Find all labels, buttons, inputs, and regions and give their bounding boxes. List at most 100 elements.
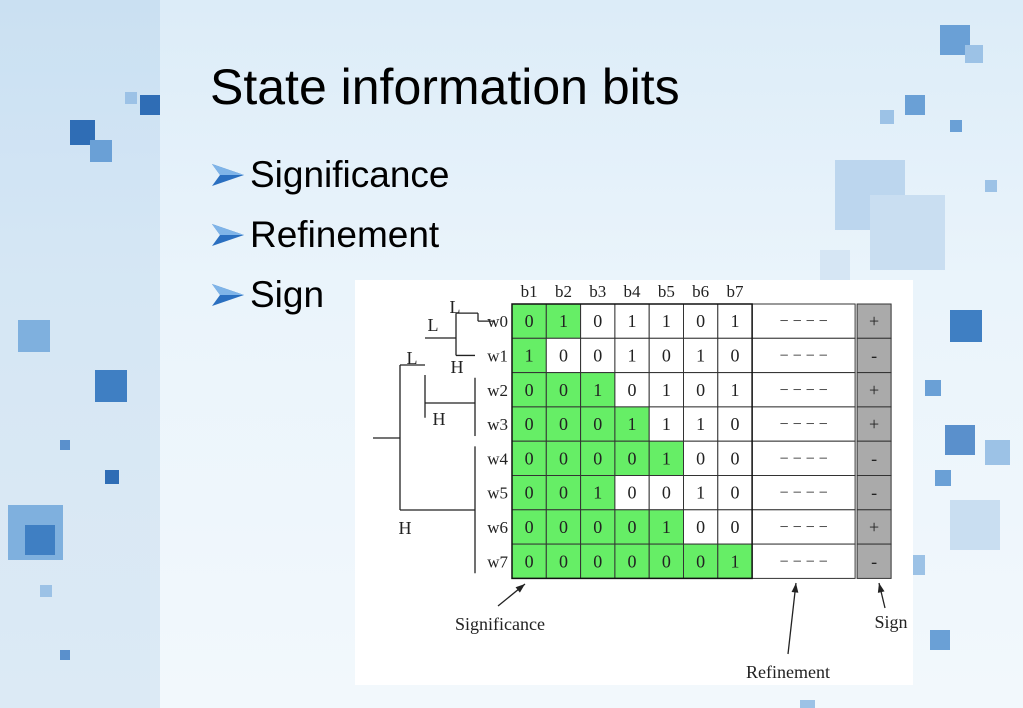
bit-value: 0 — [525, 517, 534, 537]
bit-value: 0 — [730, 414, 739, 434]
decorative-square — [985, 440, 1010, 465]
bit-cell — [683, 372, 719, 408]
bit-value: 0 — [593, 551, 602, 571]
bit-cell — [614, 406, 650, 442]
arrow-bullet-icon — [212, 284, 244, 306]
bit-cell — [545, 406, 582, 442]
bit-value: 0 — [662, 551, 671, 571]
bit-cell — [683, 337, 719, 374]
bit-value: 0 — [525, 448, 534, 468]
bit-value: 0 — [559, 551, 568, 571]
annotation-arrowhead — [791, 583, 799, 593]
bit-value: 0 — [525, 380, 534, 400]
bit-value: 1 — [593, 380, 602, 400]
bit-cell — [580, 543, 616, 579]
bit-value: 1 — [662, 380, 671, 400]
decorative-square — [880, 110, 894, 124]
refinement-value: − − − − — [780, 553, 828, 570]
bit-value: 0 — [628, 380, 637, 400]
bit-cell — [648, 372, 685, 408]
bit-value: 0 — [525, 483, 534, 503]
sign-cell — [856, 303, 892, 339]
bit-cell — [614, 372, 650, 408]
row-label: w2 — [487, 381, 508, 400]
decorative-square — [60, 440, 70, 450]
bit-value: 0 — [593, 517, 602, 537]
refinement-value: − − − − — [780, 450, 828, 467]
decorative-square — [945, 425, 975, 455]
bit-value: 0 — [628, 448, 637, 468]
bit-value: 0 — [628, 483, 637, 503]
bit-value: 1 — [559, 311, 568, 331]
slide-title: State information bits — [210, 59, 680, 115]
decorative-square — [935, 470, 951, 486]
decorative-square — [985, 180, 997, 192]
bit-cell — [648, 475, 685, 511]
arrow-bullet-icon — [212, 164, 244, 186]
sign-cell — [856, 372, 892, 408]
decorative-square — [25, 525, 55, 555]
bit-value: 1 — [696, 414, 705, 434]
bit-cell — [717, 440, 753, 476]
bit-value: 0 — [559, 448, 568, 468]
decorative-square — [0, 0, 160, 708]
bit-value: 0 — [525, 551, 534, 571]
bit-value: 1 — [662, 414, 671, 434]
bullet-item-refinement: Refinement — [210, 214, 439, 256]
bullet-item-significance: Significance — [210, 154, 450, 196]
bit-value: 0 — [696, 311, 705, 331]
bit-cell — [717, 543, 753, 579]
bit-value: 1 — [662, 448, 671, 468]
bit-value: 0 — [730, 345, 739, 365]
bit-value: 0 — [662, 483, 671, 503]
bit-value: 0 — [593, 448, 602, 468]
bit-value: 0 — [730, 517, 739, 537]
bullet-item-sign: Sign — [210, 274, 324, 316]
bit-cell — [614, 337, 650, 374]
bit-value: 1 — [730, 311, 739, 331]
sign-value: - — [871, 483, 877, 503]
row-label: w5 — [487, 484, 508, 503]
bit-value: 1 — [628, 311, 637, 331]
decorative-square — [40, 585, 52, 597]
bullet-text: Significance — [250, 154, 450, 195]
column-header: b4 — [624, 282, 642, 301]
decorative-square — [950, 500, 1000, 550]
decorative-square — [105, 470, 119, 484]
bit-value: 0 — [559, 380, 568, 400]
bit-value: 0 — [730, 483, 739, 503]
row-label: w6 — [487, 518, 508, 537]
bit-value: 0 — [559, 483, 568, 503]
bit-cell — [717, 406, 753, 442]
sign-cell — [856, 440, 892, 476]
bit-cell — [511, 440, 547, 476]
bit-cell — [614, 440, 650, 476]
sign-cell — [856, 509, 892, 545]
bit-value: 0 — [559, 517, 568, 537]
sign-cell — [856, 406, 892, 442]
decorative-square — [140, 95, 160, 115]
row-label: w0 — [487, 312, 508, 331]
row-label: w3 — [487, 415, 508, 434]
refinement-value: − − − − — [780, 416, 828, 433]
tree-node-label: L — [428, 315, 439, 335]
bit-value: 0 — [559, 345, 568, 365]
bit-cell — [648, 303, 685, 339]
bit-value: 1 — [662, 311, 671, 331]
bit-grid-border — [511, 303, 753, 580]
refinement-value: − − − − — [780, 313, 828, 330]
bit-value: 0 — [662, 345, 671, 365]
annotation-sign: Sign — [874, 612, 907, 632]
bit-cell — [614, 509, 650, 545]
decorative-square — [905, 95, 925, 115]
bit-cell — [511, 337, 547, 374]
column-header: b7 — [726, 282, 744, 301]
sign-cell — [856, 337, 892, 374]
sign-value: - — [871, 345, 877, 365]
arrow-bullet-icon — [212, 224, 244, 246]
bit-value: 0 — [696, 380, 705, 400]
decorative-square — [18, 320, 50, 352]
bit-value: 0 — [730, 448, 739, 468]
column-header: b6 — [692, 282, 709, 301]
